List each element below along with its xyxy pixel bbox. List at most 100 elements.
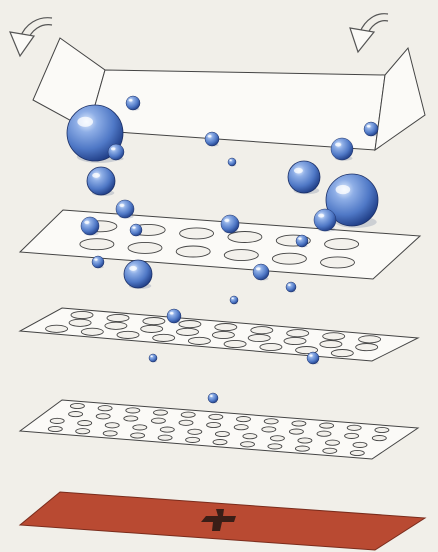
sieve-hole (234, 425, 248, 430)
sieve-hole (317, 431, 331, 436)
sphere (130, 224, 142, 236)
sphere (205, 132, 219, 146)
curved-arrow-icon-right (350, 14, 388, 52)
sieve-hole (248, 334, 270, 341)
sieve-hole (350, 450, 364, 455)
curved-arrow-icon-left (10, 18, 52, 56)
sieve-hole (325, 239, 359, 250)
sieve-hole (209, 414, 223, 419)
sieve-hole (241, 442, 255, 447)
sieve-hole (207, 422, 221, 427)
sieve-hole (262, 427, 276, 432)
sieve-hole (131, 433, 145, 438)
sieve-hole (320, 341, 342, 348)
sieve-hole (243, 434, 257, 439)
sphere (288, 161, 320, 194)
sieve-hole (224, 340, 246, 347)
top-tray-right-flap (375, 48, 425, 150)
sieve-hole (188, 429, 202, 434)
sphere (228, 158, 236, 166)
sieve-hole (320, 423, 334, 428)
sphere (230, 296, 238, 304)
sieve-hole (78, 421, 92, 426)
sieve-hole (133, 425, 147, 430)
sieve-hole (46, 325, 68, 332)
sphere (87, 167, 115, 196)
sieve-hole (76, 429, 90, 434)
sieve-hole (272, 253, 306, 264)
sphere (126, 96, 140, 110)
sieve-hole (331, 350, 353, 357)
sieve-hole (177, 328, 199, 335)
sieve-hole (359, 336, 381, 343)
sieve-hole (326, 440, 340, 445)
sieve-hole (103, 431, 117, 436)
sieve-hole (356, 344, 378, 351)
sphere (296, 235, 308, 247)
sieve-hole (295, 446, 309, 451)
sieve-hole (105, 322, 127, 329)
sieve-hole (50, 418, 64, 423)
sieve-hole (107, 314, 129, 321)
sieve-hole (251, 327, 273, 334)
sphere (307, 352, 319, 364)
sieve-hole (80, 239, 114, 250)
sphere (124, 260, 152, 289)
sieve-hole (128, 242, 162, 253)
sieve-hole (158, 435, 172, 440)
sieve-hole (153, 334, 175, 341)
sieve-hole (180, 228, 214, 239)
sieve-hole (70, 403, 84, 408)
sphere (167, 309, 181, 323)
sieve-hole (268, 444, 282, 449)
sieve-hole (372, 436, 386, 441)
sieve-hole (71, 311, 93, 318)
sieve-hole (179, 420, 193, 425)
sieve-hole (105, 423, 119, 428)
sieve-hole (284, 337, 306, 344)
sieve-fine (20, 400, 418, 459)
sieve-hole (270, 436, 284, 441)
sieve-hole (292, 421, 306, 426)
sphere (253, 264, 269, 281)
sieve-hole (117, 331, 139, 338)
sieve-hole (237, 417, 251, 422)
sieve-hole (154, 410, 168, 415)
sieve-hole (212, 331, 234, 338)
sieve-hole (323, 448, 337, 453)
sieve-hole (215, 324, 237, 331)
sphere (208, 393, 218, 403)
sieve-hole (151, 418, 165, 423)
sphere (331, 138, 353, 161)
sieve-hole (98, 406, 112, 411)
sieve-hole (179, 321, 201, 328)
sieve-hole (260, 343, 282, 350)
sieve-hole (289, 429, 303, 434)
sieve-hole (124, 416, 138, 421)
sieve-hole (48, 426, 62, 431)
sphere (92, 256, 104, 268)
sieve-hole (224, 250, 258, 261)
sieve-hole (69, 412, 83, 417)
sieve-hole (188, 337, 210, 344)
base-plate (20, 492, 425, 550)
sphere (364, 122, 378, 136)
sieve-hole (345, 433, 359, 438)
sieve-hole (321, 257, 355, 268)
sieve-hole (181, 412, 195, 417)
sieve-hole (143, 318, 165, 325)
sieve-hole (126, 408, 140, 413)
sieve-hole (160, 427, 174, 432)
sieve-hole (176, 246, 210, 257)
sieve-hole (298, 438, 312, 443)
sieve-hole (347, 425, 361, 430)
sieve-hole (287, 330, 309, 337)
sieve-medium (20, 308, 418, 361)
sieve-hole (264, 419, 278, 424)
sieve-hole (81, 328, 103, 335)
sieve-hole (213, 440, 227, 445)
sieve-hole (96, 414, 110, 419)
sphere (286, 282, 296, 292)
sieve-hole (69, 319, 91, 326)
